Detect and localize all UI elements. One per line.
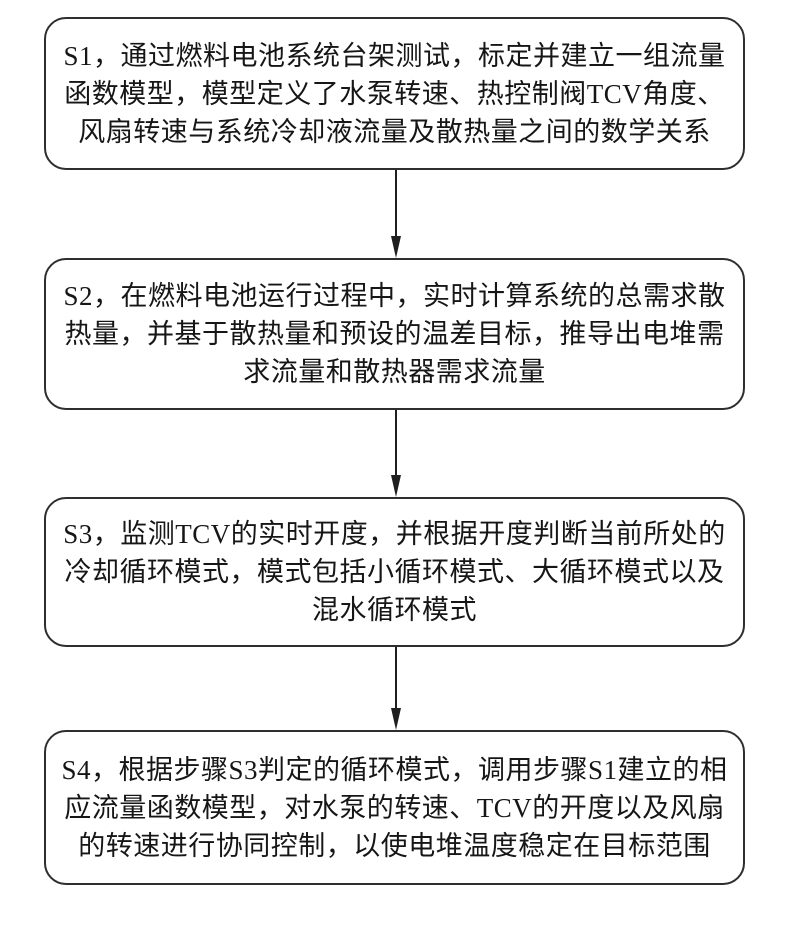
step-text-line: S1，通过燃料电池系统台架测试，标定并建立一组流量 [63, 40, 726, 71]
step-text-line: S3，监测TCV的实时开度，并根据开度判断当前所处的 [63, 519, 726, 549]
flow-step-s2: S2，在燃料电池运行过程中，实时计算系统的总需求散 热量，并基于散热量和预设的温… [44, 258, 745, 410]
step-text-line: 冷却循环模式，模式包括小循环模式、大循环模式以及 [64, 557, 725, 587]
arrow-shaft [394, 410, 397, 475]
step-text-line: 函数模型，模型定义了水泵转速、热控制阀TCV角度、 [64, 78, 725, 109]
flow-step-s1: S1，通过燃料电池系统台架测试，标定并建立一组流量 函数模型，模型定义了水泵转速… [44, 17, 745, 170]
step-text-line: 求流量和散热器需求流量 [243, 357, 546, 387]
step-text-line: 风扇转速与系统冷却液流量及散热量之间的数学关系 [78, 116, 711, 147]
step-text-line: S4，根据步骤S3判定的循环模式，调用步骤S1建立的相 [61, 754, 728, 785]
step-text-line: 应流量函数模型，对水泵的转速、TCV的开度以及风扇 [64, 792, 725, 823]
arrow-s3-to-s4 [389, 647, 402, 730]
step-text-line: S2，在燃料电池运行过程中，实时计算系统的总需求散 [63, 281, 726, 311]
flow-step-s4: S4，根据步骤S3判定的循环模式，调用步骤S1建立的相 应流量函数模型，对水泵的… [44, 730, 745, 885]
arrow-s1-to-s2 [389, 170, 402, 258]
flow-step-s3: S3，监测TCV的实时开度，并根据开度判断当前所处的 冷却循环模式，模式包括小循… [44, 497, 745, 647]
arrow-s2-to-s3 [389, 410, 402, 497]
arrow-shaft [394, 647, 397, 708]
arrow-down-icon [390, 475, 401, 497]
arrow-down-icon [390, 236, 401, 258]
step-text-line: 的转速进行协同控制，以使电堆温度稳定在目标范围 [78, 830, 711, 861]
step-text-line: 混水循环模式 [312, 595, 477, 625]
arrow-down-icon [390, 708, 401, 730]
arrow-shaft [394, 170, 397, 236]
step-text-line: 热量，并基于散热量和预设的温差目标，推导出电堆需 [64, 319, 725, 349]
